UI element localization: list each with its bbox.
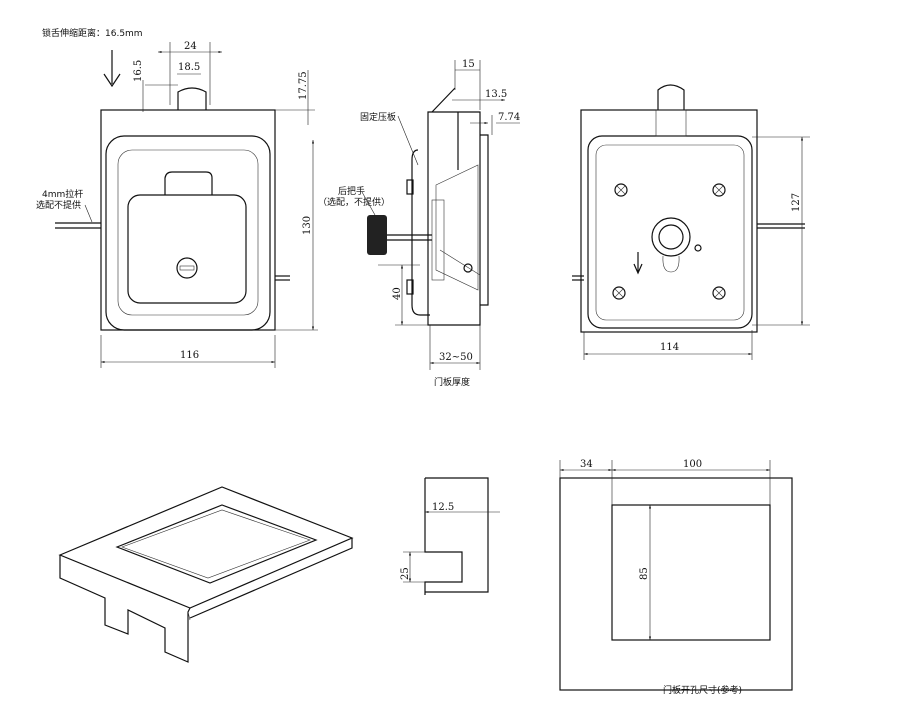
rear-handle-note: （选配，不提供） — [318, 196, 390, 208]
dim-32-50: 32~50 — [439, 352, 473, 363]
rod-note: 选配不提供 — [36, 199, 81, 211]
fixing-plate-label: 固定压板 — [360, 111, 396, 123]
door-thickness-label: 门板厚度 — [434, 376, 470, 388]
latch-tongue-rear — [657, 84, 685, 110]
dim-24: 24 — [184, 41, 197, 52]
front-bezel — [105, 135, 271, 331]
dim-130: 130 — [302, 216, 313, 235]
dim-34: 34 — [580, 459, 593, 470]
rod-label: 4mm拉杆 — [42, 188, 83, 200]
rear-view: 127 114 — [572, 84, 810, 360]
stroke-distance-note: 锁舌伸缩距离：16.5mm — [42, 27, 143, 39]
dim-100: 100 — [683, 459, 702, 470]
dim-13-5: 13.5 — [485, 89, 507, 100]
front-view: 锁舌伸缩距离：16.5mm 4mm拉杆 选配不提供 24 18.5 16.5 1… — [36, 27, 318, 368]
latch-tongue — [177, 87, 207, 110]
screw-icon — [612, 183, 726, 300]
isometric-door-plate — [58, 486, 354, 663]
slot-view: 12.5 25 — [400, 477, 500, 595]
dim-16-5: 16.5 — [133, 60, 144, 82]
front-handle — [127, 194, 247, 304]
rear-plate — [580, 109, 758, 333]
fixing-plate — [411, 149, 430, 316]
dim-17-75: 17.75 — [298, 71, 309, 100]
cutout-view: 34 100 85 门板开孔尺寸(参考) — [559, 459, 793, 696]
dim-40: 40 — [392, 287, 403, 300]
front-plate — [100, 109, 276, 331]
door-panel — [559, 477, 793, 691]
down-arrow-icon — [103, 50, 121, 88]
dim-127: 127 — [791, 193, 802, 212]
direction-arrow-icon — [633, 252, 643, 275]
rear-handle-knob — [367, 215, 387, 255]
side-view: 固定压板 后把手 （选配，不提供） 15 13.5 7.74 40 32~50 … — [318, 59, 520, 388]
rear-handle-label: 后把手 — [338, 185, 365, 197]
dim-12-5: 12.5 — [432, 502, 454, 513]
dim-25: 25 — [400, 567, 411, 580]
cutout-label: 门板开孔尺寸(参考) — [663, 684, 742, 696]
dim-18-5: 18.5 — [178, 62, 200, 73]
cam-hub — [651, 217, 691, 257]
dim-116: 116 — [180, 350, 199, 361]
dim-85: 85 — [639, 567, 650, 580]
dim-7-74: 7.74 — [498, 112, 520, 123]
cutout-hole — [611, 504, 771, 641]
key-cylinder-icon — [176, 257, 198, 279]
dim-15: 15 — [462, 59, 475, 70]
dim-114: 114 — [660, 342, 679, 353]
